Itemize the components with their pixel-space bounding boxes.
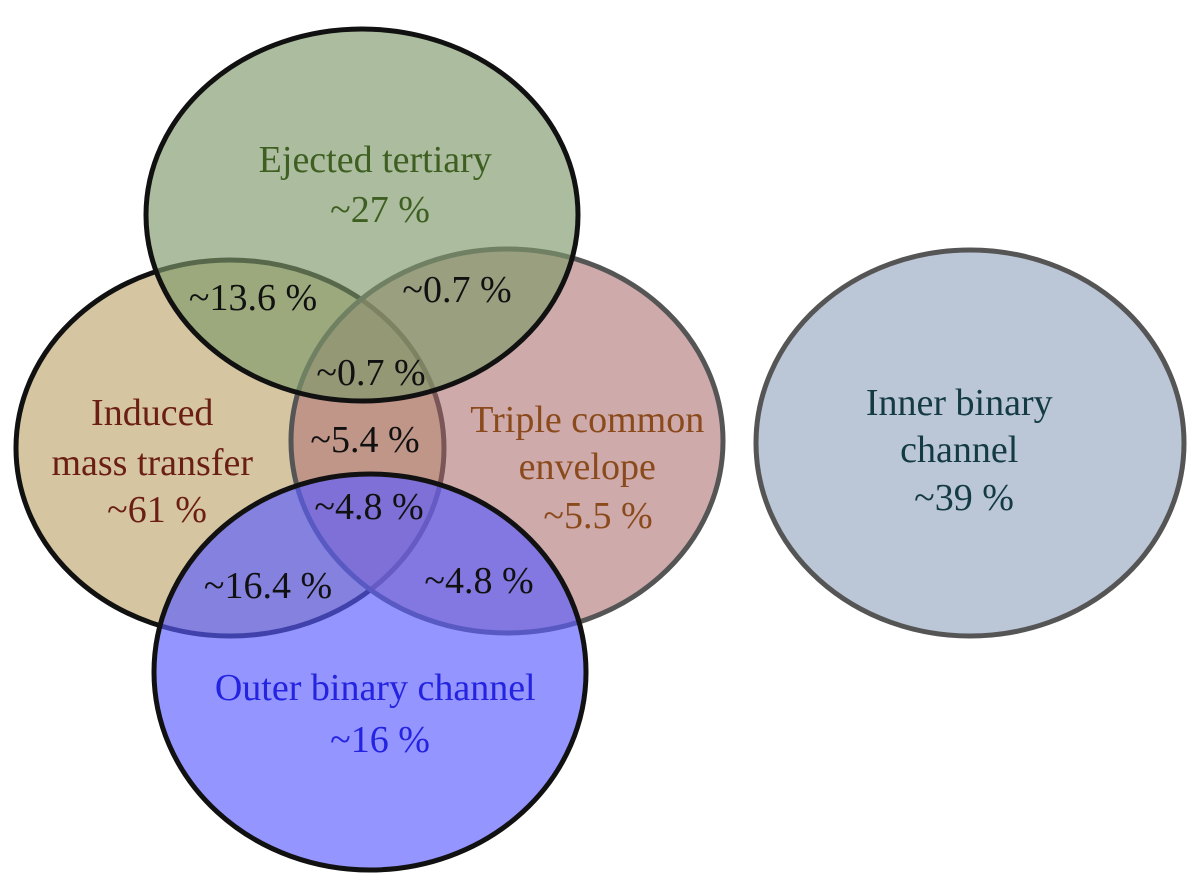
inner-binary-channel-circle	[753, 247, 1187, 639]
overlap-induced-triple-outer-label: ~4.8 %	[314, 486, 423, 528]
induced-mass-transfer-label: Induced mass transfer ~61 %	[51, 392, 262, 531]
overlap-triple-outer-label: ~4.8 %	[424, 560, 533, 602]
overlap-induced-triple-label: ~5.4 %	[310, 419, 419, 461]
inner-binary-channel-label: Inner binary channel ~39 %	[866, 382, 1062, 519]
ejected-tertiary-circle	[143, 26, 581, 404]
overlap-induced-outer-label: ~16.4 %	[204, 565, 332, 607]
outer-binary-channel-label: Outer binary channel ~16 %	[215, 667, 545, 761]
overlap-ejected-triple-label: ~0.7 %	[402, 269, 511, 311]
ejected-tertiary-label: Ejected tertiary ~27 %	[259, 139, 502, 231]
outer-binary-channel-circle	[151, 471, 589, 873]
triple-common-envelope-label: Triple common envelope ~5.5 %	[470, 399, 714, 537]
overlap-induced-ejected-triple-label: ~0.7 %	[316, 352, 425, 394]
overlap-induced-ejected-label: ~13.6 %	[189, 277, 317, 319]
